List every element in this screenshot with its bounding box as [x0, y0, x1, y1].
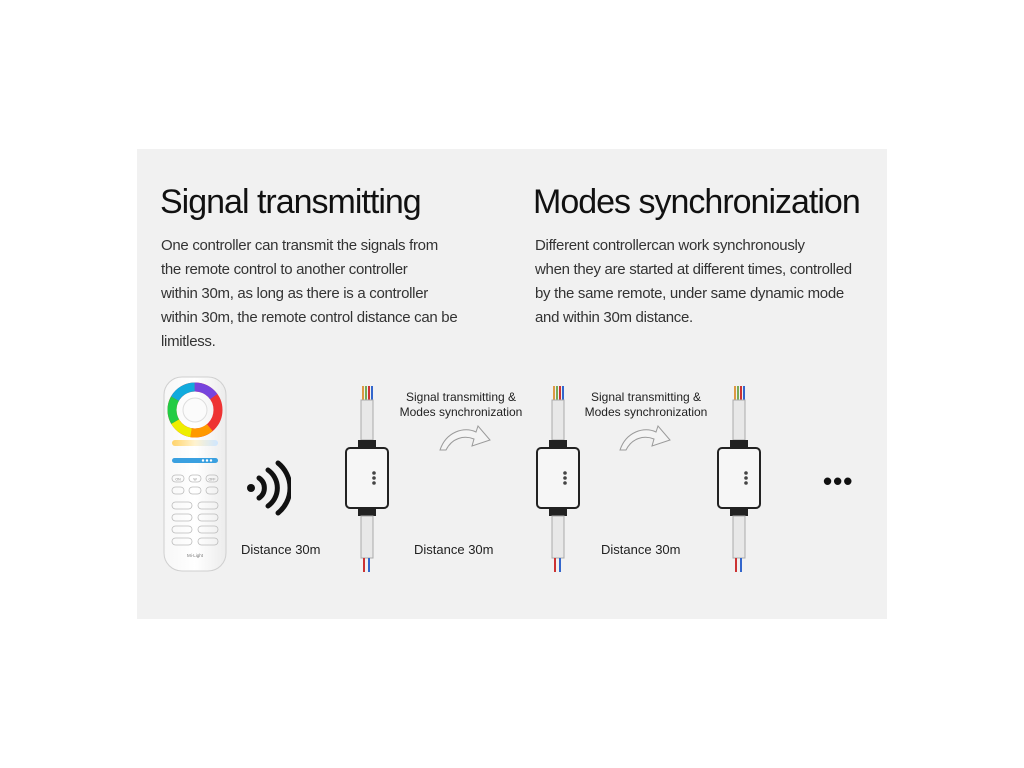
description-line: within 30m, the remote control distance … — [161, 309, 458, 326]
description-line: by the same remote, under same dynamic m… — [535, 285, 844, 302]
arrow-label-line: Modes synchronization — [584, 405, 708, 419]
remote-brand-logo: Mi·Light — [187, 553, 204, 558]
remote-button-label: OFF — [209, 478, 216, 482]
curved-arrow-icon — [619, 425, 671, 451]
description-line: when they are started at different times… — [535, 261, 852, 278]
description-line: and within 30m distance. — [535, 309, 693, 326]
signal-transmitting-title: Signal transmitting — [160, 183, 422, 221]
arrow-label-line: Signal transmitting & — [405, 390, 517, 404]
ellipsis-more-icon: ••• — [823, 466, 854, 496]
arrow-label-line: Signal transmitting & — [590, 390, 702, 404]
controller-box-icon — [536, 386, 580, 572]
description-line: the remote control to another controller — [161, 261, 408, 278]
controller-box-icon — [345, 386, 389, 572]
description-line: Different controllercan work synchronous… — [535, 237, 805, 254]
arrow-label: Signal transmitting & Modes synchronizat… — [398, 390, 524, 420]
remote-control-icon: ON W OFF Mi·Light — [163, 376, 227, 572]
description-line: within 30m, as long as there is a contro… — [161, 285, 428, 302]
curved-arrow-icon — [439, 425, 491, 451]
content-panel — [137, 149, 887, 619]
distance-label: Distance 30m — [241, 542, 321, 557]
distance-label: Distance 30m — [601, 542, 681, 557]
description-line: One controller can transmit the signals … — [161, 237, 438, 254]
remote-button-label: W — [193, 478, 197, 482]
signal-transmitting-description: One controller can transmit the signals … — [161, 234, 458, 354]
modes-synchronization-description: Different controllercan work synchronous… — [535, 234, 852, 330]
modes-synchronization-title: Modes synchronization — [533, 183, 861, 221]
controller-box-icon — [717, 386, 761, 572]
description-line: limitless. — [161, 333, 216, 350]
distance-label: Distance 30m — [414, 542, 494, 557]
wireless-signal-icon — [247, 460, 291, 516]
arrow-label-line: Modes synchronization — [399, 405, 523, 419]
remote-button-label: ON — [175, 478, 181, 482]
arrow-label: Signal transmitting & Modes synchronizat… — [583, 390, 709, 420]
